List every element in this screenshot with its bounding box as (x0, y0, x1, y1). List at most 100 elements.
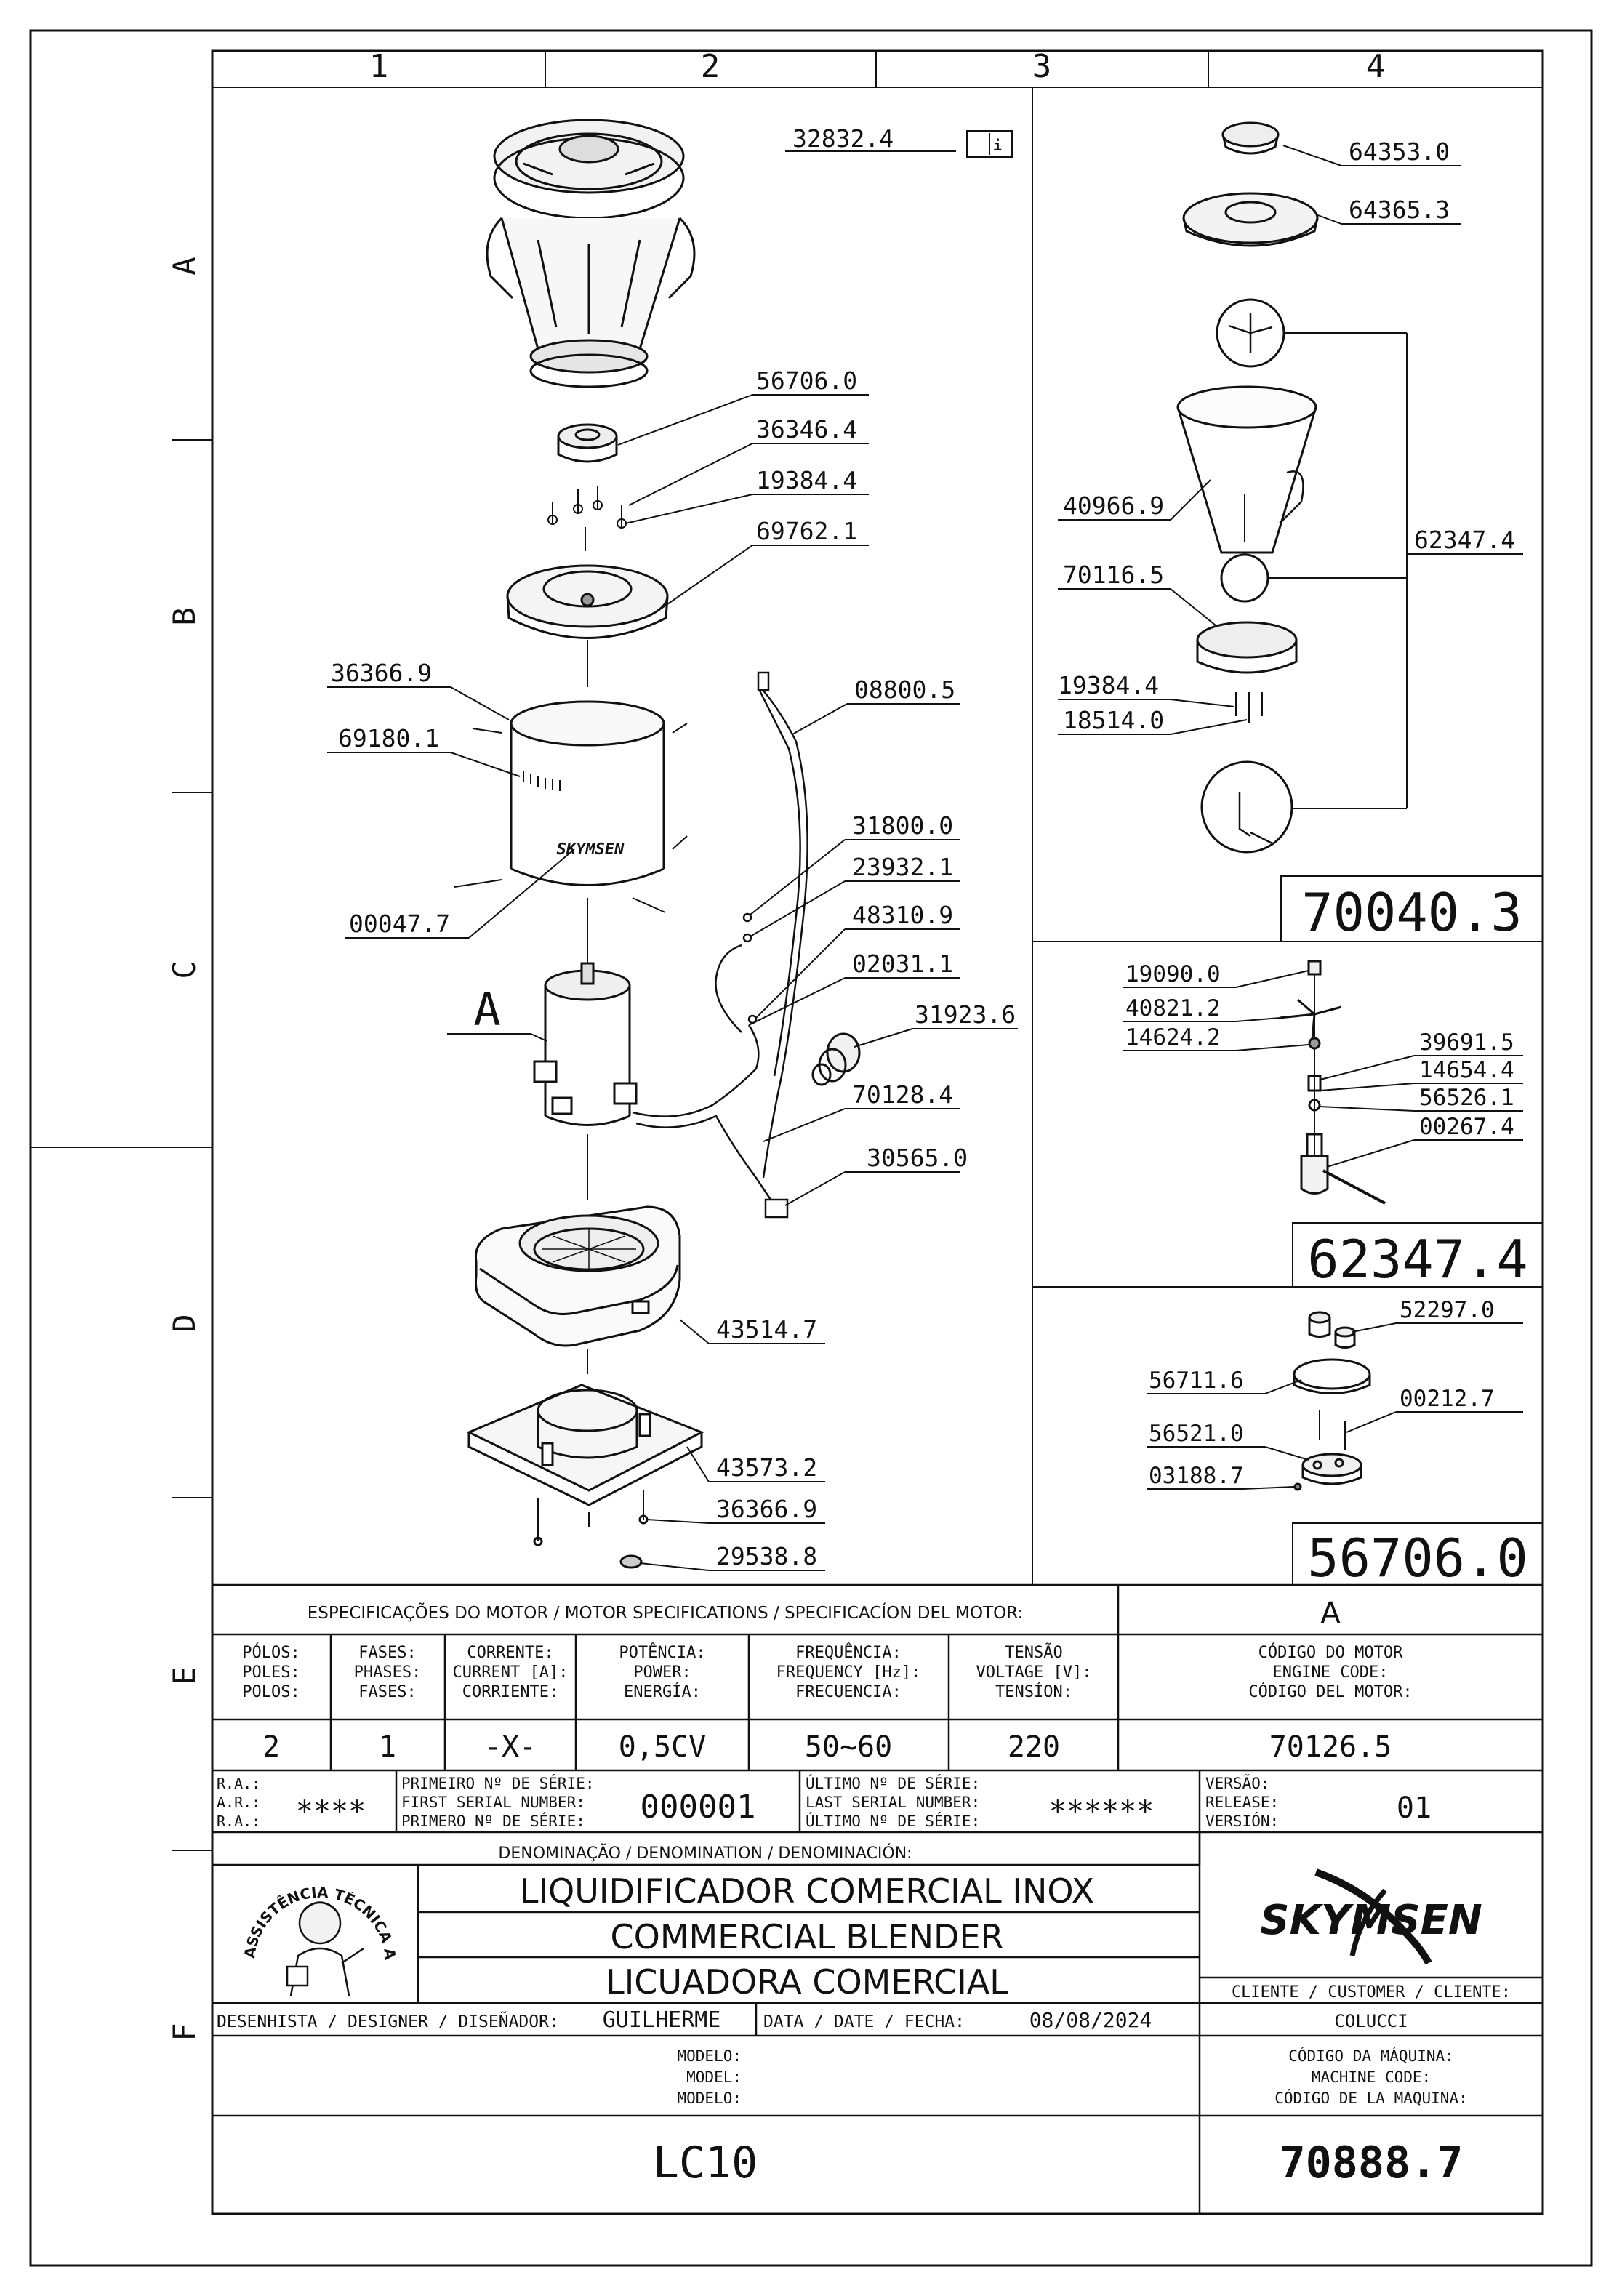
engine-code-es: CÓDIGO DEL MOTOR: (1248, 1682, 1412, 1701)
d2-label-14654-4: 14654.4 (1419, 1057, 1514, 1083)
last-serial-pt: ÚLTIMO Nº DE SÉRIE: (806, 1774, 980, 1792)
designer-section: DESENHISTA / DESIGNER / DISEÑADOR: GUILH… (217, 2007, 1152, 2033)
spec-current-en: CURRENT [A]: (453, 1663, 569, 1682)
housing-brand-label: SKYMSEN (557, 840, 625, 859)
part-label-36346-4: 36346.4 (756, 415, 857, 443)
grid-row-d: D (166, 1314, 202, 1332)
motor-spec-section: ESPECIFICAÇÕES DO MOTOR / MOTOR SPECIFIC… (242, 1597, 1412, 1764)
detail-62347-drawing (1279, 960, 1386, 1205)
title-block-lines (212, 1583, 1543, 2214)
d3-label-52297-0: 52297.0 (1400, 1297, 1495, 1323)
grid-column-1: 1 (369, 48, 389, 85)
detail-56706-drawing (1293, 1311, 1371, 1491)
version-pt: VERSÃO: (1205, 1773, 1270, 1792)
part-label-36366-9-top: 36366.9 (331, 659, 432, 687)
spec-power-es: ENERGÍA: (624, 1682, 701, 1701)
first-serial-en: FIRST SERIAL NUMBER: (401, 1794, 585, 1811)
grid-row-e: E (166, 1666, 202, 1685)
spec-phases-value: 1 (379, 1730, 396, 1764)
first-serial-es: PRIMERO Nº DE SÉRIE: (401, 1812, 585, 1830)
part-label-08800-5: 08800.5 (854, 675, 955, 704)
engine-code-en: ENGINE CODE: (1273, 1663, 1389, 1682)
d2-label-39691-5: 39691.5 (1419, 1029, 1514, 1056)
part-label-32832-4: 32832.4 (792, 124, 894, 153)
designer-label: DESENHISTA / DESIGNER / DISEÑADOR: (217, 2011, 559, 2031)
d1-label-62347-4: 62347.4 (1414, 526, 1515, 554)
ra-label-2: A.R.: (217, 1794, 260, 1811)
brand-logo-text: SKYMSEN (1260, 1897, 1482, 1944)
version-value: 01 (1397, 1791, 1432, 1825)
bottom-base-drawing (466, 1384, 704, 1569)
last-serial-es: ÚLTIMO Nº DE SÉRIE: (806, 1812, 980, 1830)
base-drawing (474, 1205, 681, 1347)
customer-section: CLIENTE / CUSTOMER / CLIENTE: COLUCCI (1232, 1983, 1511, 2031)
grid-row-f: F (166, 2023, 202, 2041)
grid-column-labels: 1 2 3 4 (369, 48, 1386, 85)
detail-62347-code: 62347.4 (1307, 1229, 1527, 1290)
grid-row-a: A (166, 257, 202, 275)
part-label-69180-1: 69180.1 (338, 724, 439, 752)
main-exploded-view: SKYMSEN (454, 119, 861, 1569)
part-label-29538-8: 29538.8 (716, 1542, 817, 1570)
detail-62347-leaders (1123, 970, 1543, 1288)
machine-code-en: MACHINE CODE: (1312, 2068, 1431, 2086)
machine-code-es: CÓDIGO DE LA MAQUINA: (1274, 2089, 1468, 2107)
spec-poles-pt: PÓLOS: (242, 1643, 300, 1662)
jar-lid-drawing (493, 119, 685, 220)
motor-drawing (533, 962, 638, 1126)
part-label-70128-4: 70128.4 (852, 1080, 953, 1109)
spec-poles-es: POLOS: (242, 1683, 300, 1701)
spec-poles-en: POLES: (242, 1663, 300, 1682)
model-section: MODELO: MODEL: MODELO: LC10 CÓDIGO DA MÁ… (653, 2047, 1468, 2188)
screws-group (547, 486, 627, 551)
spec-frequency-pt: FREQUÊNCIA: (795, 1643, 902, 1662)
part-label-69762-1: 69762.1 (756, 517, 857, 545)
detail-62347-labels: 19090.0 40821.2 14624.2 39691.5 14654.4 … (1125, 961, 1514, 1140)
serial-section: R.A.: A.R.: R.A.: **** PRIMEIRO Nº DE SÉ… (217, 1773, 1432, 1830)
ra-label-3: R.A.: (217, 1813, 260, 1830)
motor-spec-header: ESPECIFICAÇÕES DO MOTOR / MOTOR SPECIFIC… (308, 1602, 1024, 1623)
spec-frequency-es: FRECUENCIA: (795, 1683, 902, 1701)
spec-phases-pt: FASES: (358, 1644, 416, 1662)
grid-column-4: 4 (1366, 48, 1386, 85)
date-value: 08/08/2024 (1029, 2008, 1152, 2032)
spec-power-en: POWER: (633, 1663, 691, 1682)
detail-70040-code: 70040.3 (1301, 882, 1522, 943)
designer-value: GUILHERME (603, 2007, 721, 2033)
spec-values: 2 1 -X- 0,5CV 50~60 220 70126.5 (262, 1730, 1392, 1764)
spec-voltage-pt: TENSÃO (1005, 1642, 1062, 1662)
last-serial-value: ****** (1049, 1795, 1155, 1829)
machine-code-pt: CÓDIGO DA MÁQUINA: (1288, 2047, 1454, 2065)
coupler-drawing (557, 423, 618, 463)
denomination-section: DENOMINAÇÃO / DENOMINATION / DENOMINACIÓ… (498, 1843, 1094, 2002)
cable-gland-drawing (811, 1032, 861, 1086)
d1-label-19384-4: 19384.4 (1058, 671, 1159, 699)
version-es: VERSIÓN: (1205, 1812, 1279, 1830)
first-serial-pt: PRIMEIRO Nº DE SÉRIE: (401, 1774, 595, 1792)
brand-logo: SKYMSEN (1260, 1868, 1482, 1965)
engine-code-pt: CÓDIGO DO MOTOR (1258, 1643, 1403, 1662)
part-label-31800-0: 31800.0 (852, 811, 953, 840)
model-label-pt: MODELO: (677, 2047, 742, 2065)
d2-label-56526-1: 56526.1 (1419, 1085, 1514, 1111)
part-label-48310-9: 48310.9 (852, 901, 953, 929)
grid-row-c: C (166, 960, 202, 979)
detail-70040-leaders (1058, 145, 1543, 942)
part-label-02031-1: 02031.1 (852, 950, 953, 978)
detail-panels-frame (1032, 87, 1543, 1586)
spec-power-pt: POTÊNCIA: (619, 1643, 705, 1662)
part-label-23932-1: 23932.1 (852, 853, 953, 881)
spec-current-pt: CORRENTE: (467, 1644, 553, 1662)
spec-phases-en: PHASES: (354, 1663, 422, 1682)
spec-poles-value: 2 (262, 1730, 280, 1764)
detail-70040-labels: 64353.0 64365.3 40966.9 62347.4 70116.5 … (1058, 137, 1515, 734)
main-leader-lines (327, 150, 1018, 1571)
spec-column-headers: PÓLOS: POLES: POLOS: FASES: PHASES: FASE… (242, 1642, 1412, 1701)
spec-voltage-es: TENSÍON: (995, 1682, 1072, 1701)
d3-label-56521-0: 56521.0 (1149, 1421, 1244, 1447)
engine-code-value: 70126.5 (1269, 1730, 1392, 1764)
part-label-56706-0: 56706.0 (756, 366, 857, 395)
grid-column-2: 2 (701, 48, 720, 85)
product-name-en: COMMERCIAL BLENDER (611, 1917, 1004, 1956)
